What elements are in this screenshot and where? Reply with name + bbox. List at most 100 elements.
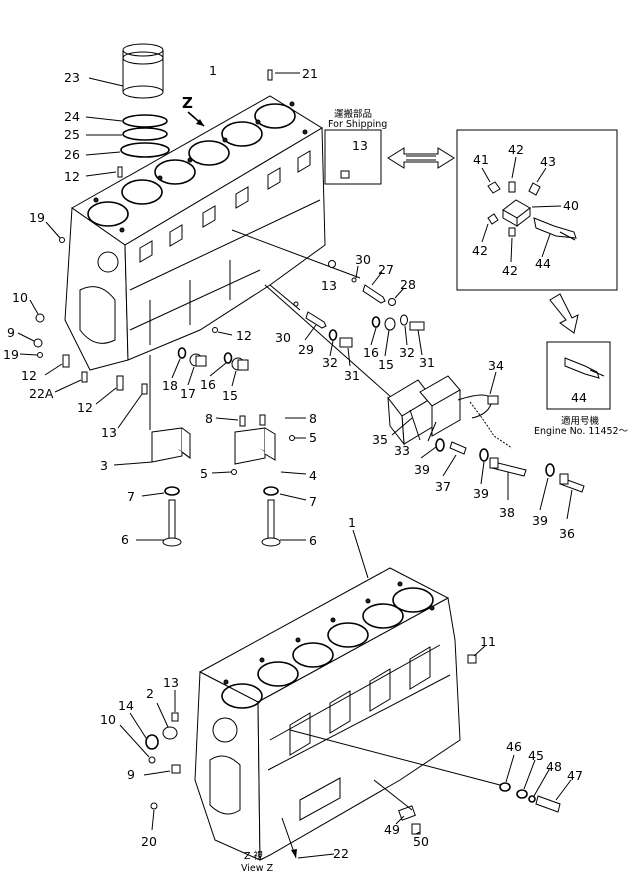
callout-41: 41 <box>473 152 489 167</box>
plug-set-left <box>177 347 249 371</box>
callout-6: 6 <box>121 532 129 547</box>
callout-12: 12 <box>77 400 93 415</box>
callout-29: 29 <box>298 342 314 357</box>
cylinder-liner <box>122 43 164 99</box>
callout-46: 46 <box>506 739 522 754</box>
main-bearing-cap-front <box>151 427 191 547</box>
callout-15: 15 <box>222 388 238 403</box>
callout-39: 39 <box>414 462 430 477</box>
callout-39: 39 <box>473 486 489 501</box>
main-bearing-cap-rear <box>231 414 295 547</box>
shipping-label-en: For Shipping <box>328 119 387 130</box>
callout-9: 9 <box>127 767 135 782</box>
callout-48: 48 <box>546 759 562 774</box>
cylinder-block-top <box>64 95 326 371</box>
callout-44: 44 <box>535 256 551 271</box>
callout-7: 7 <box>127 489 135 504</box>
serial-sensor-box <box>546 341 611 410</box>
callout-31: 31 <box>344 368 360 383</box>
callout-13: 13 <box>163 675 179 690</box>
callout-6: 6 <box>309 533 317 548</box>
callout-10: 10 <box>12 290 28 305</box>
callout-42: 42 <box>472 243 488 258</box>
callout-45: 45 <box>528 748 544 763</box>
serial-label-en: Engine No. 11452～ <box>534 426 629 437</box>
callout-40: 40 <box>563 198 579 213</box>
double-arrow-icon <box>387 147 455 169</box>
callout-30: 30 <box>275 330 291 345</box>
callout-42: 42 <box>502 263 518 278</box>
callout-32: 32 <box>322 355 338 370</box>
callout-35: 35 <box>372 432 388 447</box>
callout-37: 37 <box>435 479 451 494</box>
callout-18: 18 <box>162 378 178 393</box>
callout-30: 30 <box>355 252 371 267</box>
callout-7: 7 <box>309 494 317 509</box>
callout-17: 17 <box>180 386 196 401</box>
callout-31: 31 <box>419 355 435 370</box>
callout-14: 14 <box>118 698 134 713</box>
callout-38: 38 <box>499 505 515 520</box>
callout-49: 49 <box>384 822 400 837</box>
cover-assembly <box>387 375 513 449</box>
callout-1-bottom: 1 <box>348 515 356 530</box>
callout-27: 27 <box>378 262 394 277</box>
callout-50: 50 <box>413 834 429 849</box>
callout-19: 19 <box>3 347 19 362</box>
callout-19: 19 <box>29 210 45 225</box>
callout-5: 5 <box>200 466 208 481</box>
callout-23: 23 <box>64 70 80 85</box>
view-z-marker: Z <box>182 94 193 112</box>
callout-22A: 22A <box>29 386 54 401</box>
callout-43: 43 <box>540 154 556 169</box>
callout-22: 22 <box>333 846 349 861</box>
callout-8: 8 <box>205 411 213 426</box>
callout-20: 20 <box>141 834 157 849</box>
callout-32: 32 <box>399 345 415 360</box>
callout-13-shipping: 13 <box>352 138 368 153</box>
callout-12: 12 <box>236 328 252 343</box>
callout-28: 28 <box>400 277 416 292</box>
callout-33: 33 <box>394 443 410 458</box>
callout-15: 15 <box>378 357 394 372</box>
callout-1-top: 1 <box>209 63 217 78</box>
callout-11: 11 <box>480 634 496 649</box>
view-label-jp: Z 視 <box>244 850 264 862</box>
callout-numbers: 1 21 23 Z 24 25 26 12 19 10 9 19 12 22A … <box>3 63 587 861</box>
liner-o-rings <box>120 114 170 158</box>
callout-12: 12 <box>64 169 80 184</box>
sensor-tee-fitting <box>487 181 577 241</box>
callout-16: 16 <box>200 377 216 392</box>
callout-26: 26 <box>64 147 80 162</box>
callout-13: 13 <box>321 278 337 293</box>
oil-pipe-fittings <box>499 782 561 813</box>
callout-36: 36 <box>559 526 575 541</box>
callout-42: 42 <box>508 142 524 157</box>
cylinder-block-bottom <box>194 567 461 861</box>
callout-8: 8 <box>309 411 317 426</box>
callout-4: 4 <box>309 468 317 483</box>
callout-12: 12 <box>21 368 37 383</box>
callout-44: 44 <box>571 390 587 405</box>
callout-47: 47 <box>567 768 583 783</box>
plug-set-right <box>328 314 425 348</box>
callout-3: 3 <box>100 458 108 473</box>
callout-5: 5 <box>309 430 317 445</box>
shipping-label-jp: 運搬部品 <box>334 108 372 120</box>
callout-25: 25 <box>64 127 80 142</box>
sensor-assembly-box <box>456 129 618 291</box>
callout-10: 10 <box>100 712 116 727</box>
callout-34: 34 <box>488 358 504 373</box>
callout-13: 13 <box>101 425 117 440</box>
callout-2: 2 <box>146 686 154 701</box>
cover-bolts <box>435 438 585 493</box>
callout-24: 24 <box>64 109 80 124</box>
callout-9: 9 <box>7 325 15 340</box>
serial-label-jp: 適用号機 <box>561 415 600 427</box>
callout-21: 21 <box>302 66 318 81</box>
callout-16: 16 <box>363 345 379 360</box>
callout-39: 39 <box>532 513 548 528</box>
view-label-en: View Z <box>241 863 274 874</box>
shipping-part-box <box>324 129 382 185</box>
